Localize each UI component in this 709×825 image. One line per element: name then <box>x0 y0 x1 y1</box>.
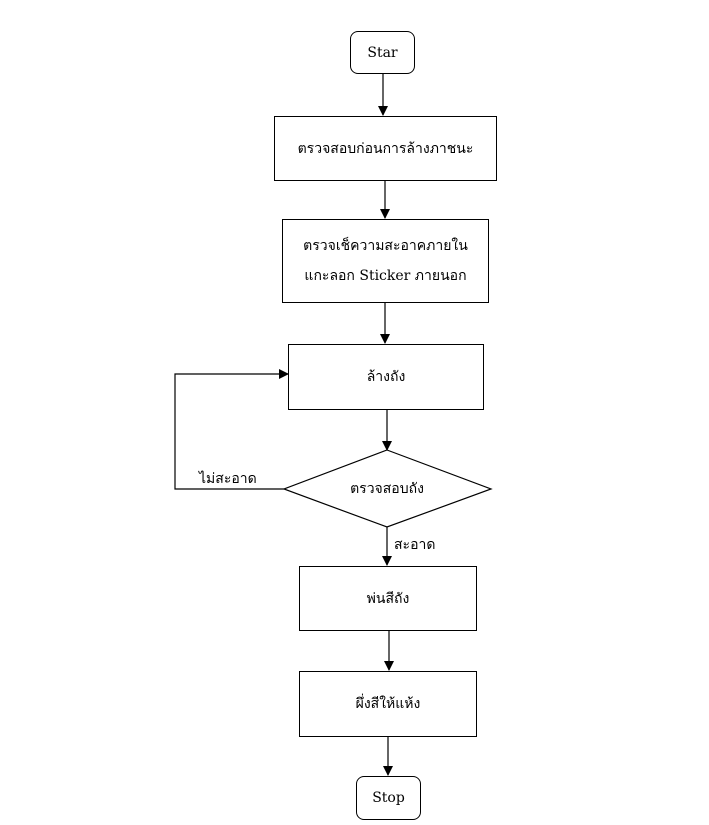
process-wash-tank-label: ล้างถัง <box>366 369 406 385</box>
edge-label-clean: สะอาด <box>394 537 436 553</box>
process-check-before-wash-label: ตรวจสอบก่อนการล้างภาชนะ <box>297 140 474 157</box>
process-check-before-wash: ตรวจสอบก่อนการล้างภาชนะ <box>274 116 497 181</box>
start-terminal: Star <box>350 31 415 74</box>
process-inspect-line2: แกะลอก Sticker ภายนอก <box>304 268 467 284</box>
stop-terminal: Stop <box>356 776 421 820</box>
arrow-loop-back <box>174 369 289 490</box>
process-inspect-and-peel: ตรวจเช็ความสะอาคภายใน แกะลอก Sticker ภาย… <box>282 219 489 303</box>
decision-label: ตรวจสอบถัง <box>350 481 424 497</box>
process-dry-paint-label: ผึ่งสีให้แห้ง <box>355 696 421 712</box>
edge-label-not-clean: ไม่สะอาด <box>199 471 257 487</box>
stop-label: Stop <box>372 790 405 806</box>
process-spray-paint: พ่นสีถัง <box>299 566 477 631</box>
process-dry-paint: ผึ่งสีให้แห้ง <box>299 671 477 737</box>
process-wash-tank: ล้างถัง <box>288 344 484 410</box>
process-inspect-line1: ตรวจเช็ความสะอาคภายใน <box>303 238 468 254</box>
start-label: Star <box>367 44 398 61</box>
process-spray-paint-label: พ่นสีถัง <box>366 590 410 607</box>
